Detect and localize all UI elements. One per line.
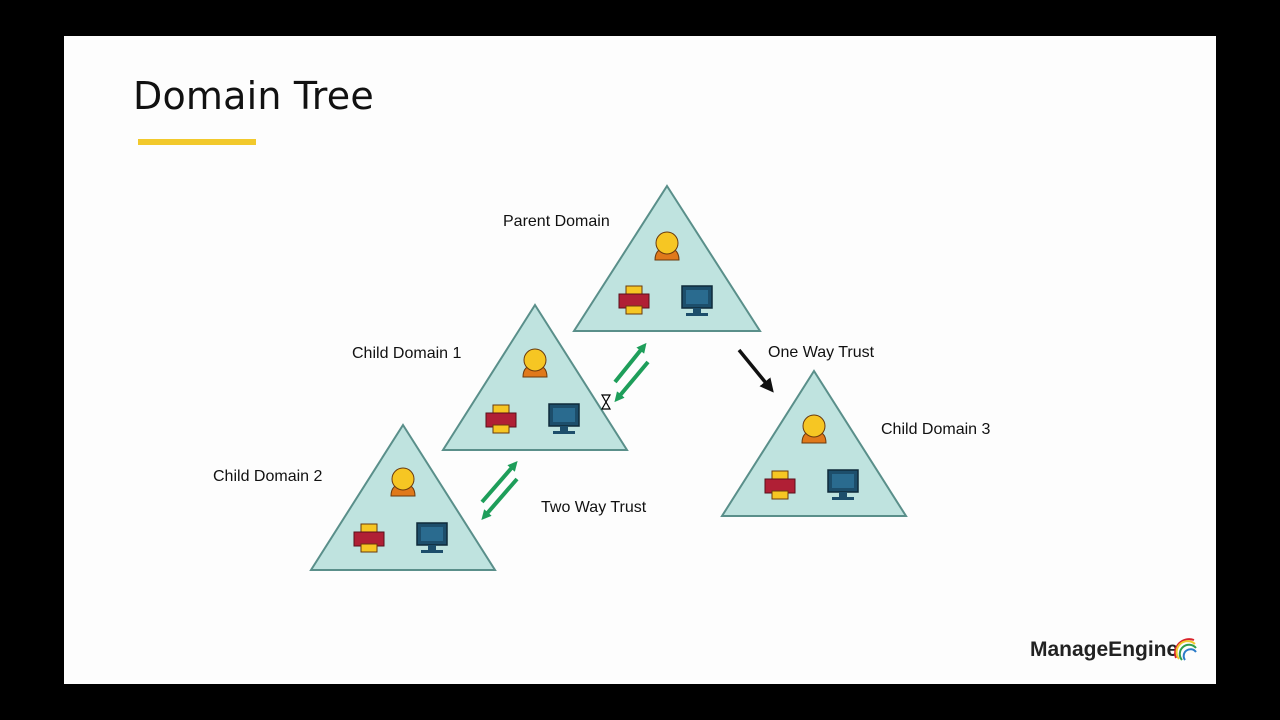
two-way-trust-label: Two Way Trust bbox=[541, 499, 647, 516]
child-domain-1-triangle bbox=[441, 303, 629, 451]
computer-icon bbox=[827, 469, 859, 500]
child-domain-2-label: Child Domain 2 bbox=[213, 468, 323, 485]
child-domain-2-triangle bbox=[309, 423, 497, 571]
user-icon bbox=[801, 414, 827, 444]
child-domain-3-label: Child Domain 3 bbox=[881, 421, 991, 438]
parent-domain-triangle bbox=[572, 184, 762, 332]
two-way-trust-arrow-parent-child1 bbox=[613, 342, 650, 403]
child-domain-1-label: Child Domain 1 bbox=[352, 345, 462, 362]
one-way-trust-arrow bbox=[737, 348, 774, 393]
printer-icon bbox=[353, 523, 385, 553]
computer-icon bbox=[681, 285, 713, 316]
printer-icon bbox=[618, 285, 650, 315]
slide: Domain Tree bbox=[64, 36, 1216, 684]
logo-arc-icon bbox=[1174, 638, 1197, 661]
child-domain-3-triangle bbox=[720, 369, 908, 517]
hourglass-cursor-icon bbox=[600, 394, 612, 410]
computer-icon bbox=[416, 522, 448, 553]
parent-domain-label: Parent Domain bbox=[503, 213, 610, 230]
manageengine-logo: ManageEngine bbox=[1030, 638, 1179, 661]
user-icon bbox=[522, 348, 548, 378]
slide-title: Domain Tree bbox=[133, 74, 374, 118]
title-underline bbox=[138, 139, 256, 145]
two-way-trust-arrow-child1-child2 bbox=[480, 460, 519, 521]
one-way-trust-label: One Way Trust bbox=[768, 344, 875, 361]
printer-icon bbox=[764, 470, 796, 500]
computer-icon bbox=[548, 403, 580, 434]
printer-icon bbox=[485, 404, 517, 434]
domain-tree-diagram bbox=[309, 184, 908, 571]
user-icon bbox=[654, 231, 680, 261]
user-icon bbox=[390, 467, 416, 497]
